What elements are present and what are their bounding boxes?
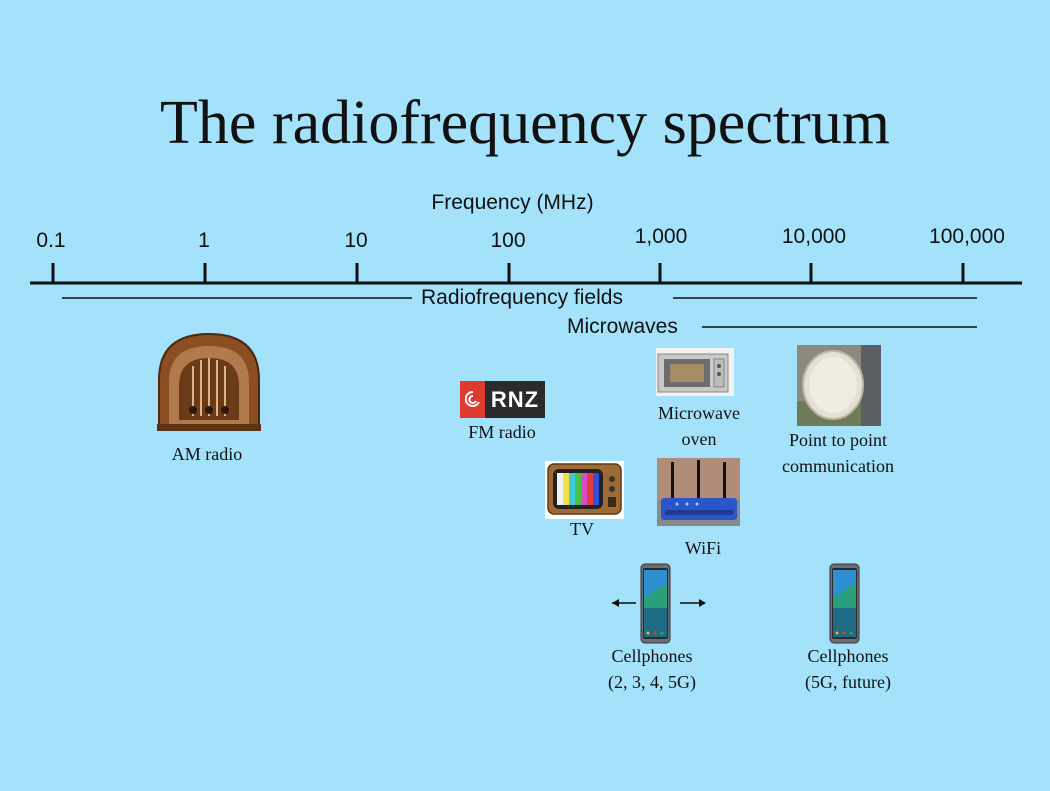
rnz-logo-text: RNZ [490, 386, 540, 412]
tick-label-0-1: 0.1 [36, 229, 66, 252]
tv-icon [545, 461, 624, 519]
cellphones-caption-1-line1: Cellphones [611, 646, 693, 666]
tick-label-100: 100 [490, 229, 526, 252]
microwave-oven-caption-line1: Microwave [658, 403, 740, 423]
am-radio-icon [157, 332, 261, 431]
point-to-point-caption-line2: communication [782, 456, 894, 476]
tick-label-10000: 10,000 [781, 225, 847, 248]
microwave-band-label: Microwaves [567, 315, 678, 338]
rnz-swirl-icon [464, 390, 480, 407]
am-radio-caption: AM radio [171, 444, 243, 464]
tick-label-1000: 1,000 [634, 225, 688, 248]
fm-radio-caption: FM radio [468, 422, 536, 442]
cellphones-caption-1-line2: (2, 3, 4, 5G) [608, 672, 696, 692]
arrow-left-icon [612, 599, 619, 607]
cellphones-caption-2-line1: Cellphones [807, 646, 889, 666]
rnz-logo: RNZ [460, 381, 545, 418]
microwave-oven-caption-line2: oven [681, 429, 717, 449]
rf-band-label: Radiofrequency fields [421, 286, 623, 309]
page-title: The radiofrequency spectrum [160, 89, 890, 157]
wifi-caption: WiFi [684, 538, 722, 558]
satellite-dish-icon [797, 345, 881, 426]
cellphone-icon [640, 563, 671, 644]
tick-label-10: 10 [344, 229, 368, 252]
point-to-point-caption-line1: Point to point [788, 430, 888, 450]
arrow-right-icon [699, 599, 706, 607]
cellphones-caption-2-line2: (5G, future) [805, 672, 891, 692]
tick-label-1: 1 [198, 229, 210, 252]
microwave-oven-icon [656, 348, 734, 396]
cellphone-future-icon [829, 563, 860, 644]
microwave-oven-caption: Microwave oven [658, 400, 740, 452]
tick-label-100000: 100,000 [929, 225, 1005, 248]
wifi-router-icon [657, 458, 740, 526]
tv-caption: TV [570, 519, 594, 539]
cellphones-caption-2: Cellphones (5G, future) [805, 643, 891, 695]
rnz-logo-mark [460, 381, 485, 418]
axis-label: Frequency (MHz) [431, 191, 594, 214]
point-to-point-caption: Point to point communication [782, 427, 894, 479]
cellphones-caption-1: Cellphones (2, 3, 4, 5G) [608, 643, 696, 695]
